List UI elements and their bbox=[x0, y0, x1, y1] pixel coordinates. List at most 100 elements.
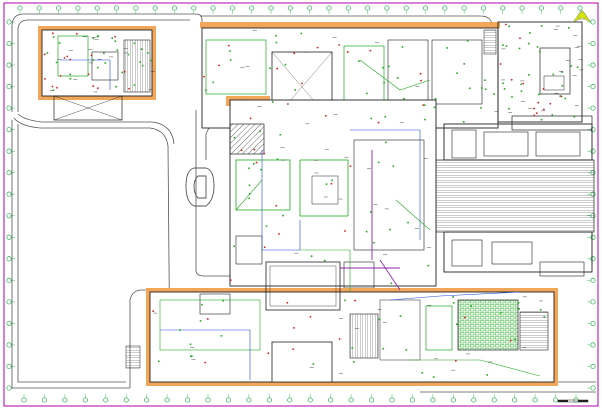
fixture-symbol bbox=[284, 63, 287, 66]
fixture-symbol bbox=[179, 329, 181, 331]
fixture-symbol bbox=[576, 66, 579, 69]
fixture-symbol bbox=[535, 112, 538, 115]
axis-marker bbox=[590, 19, 596, 25]
axis-marker bbox=[171, 5, 178, 11]
fixture-symbol bbox=[259, 130, 261, 133]
fixture-symbol bbox=[218, 64, 221, 67]
fixture-symbol bbox=[96, 66, 99, 69]
axis-marker bbox=[17, 5, 23, 11]
fixture-symbol bbox=[330, 182, 333, 185]
fixture-symbol bbox=[520, 90, 523, 92]
fixture-symbol bbox=[252, 163, 255, 165]
fixture-symbol bbox=[520, 83, 523, 86]
axis-marker bbox=[6, 62, 12, 68]
fixture-symbol bbox=[502, 44, 504, 47]
axis-marker bbox=[249, 5, 255, 11]
fixture-symbol bbox=[294, 89, 297, 91]
entrance-drive bbox=[185, 167, 215, 207]
fixture-symbol bbox=[462, 121, 465, 123]
lobby bbox=[265, 261, 341, 311]
fixture-symbol bbox=[382, 347, 385, 350]
axis-marker bbox=[590, 234, 596, 240]
north-arrow-icon bbox=[572, 9, 592, 23]
fixture-symbol bbox=[396, 77, 399, 79]
fixture-symbol bbox=[87, 73, 90, 76]
axis-marker bbox=[365, 5, 371, 11]
axis-marker bbox=[6, 256, 12, 262]
axis-marker bbox=[590, 127, 596, 133]
axis-marker bbox=[6, 148, 12, 154]
axis-marker bbox=[345, 5, 351, 11]
fixture-symbol bbox=[111, 37, 113, 39]
fixtures bbox=[43, 23, 584, 378]
lobby bbox=[269, 265, 337, 307]
fixture-symbol bbox=[427, 264, 430, 267]
axis-marker bbox=[56, 5, 62, 11]
axis-marker bbox=[133, 5, 139, 11]
fixture-symbol bbox=[227, 44, 230, 47]
infill-strip bbox=[200, 22, 500, 28]
axis-marker bbox=[512, 397, 518, 403]
axis-marker bbox=[384, 5, 390, 11]
fixture-symbol bbox=[518, 308, 521, 310]
axis-marker bbox=[266, 397, 272, 403]
fixture-symbol bbox=[570, 65, 572, 67]
fixture-symbol bbox=[52, 36, 55, 38]
fixture-symbol bbox=[385, 141, 387, 144]
room bbox=[159, 299, 261, 351]
fixture-symbol bbox=[533, 107, 535, 110]
fixture-symbol bbox=[388, 65, 390, 68]
fixture-symbol bbox=[538, 93, 540, 96]
fixture-symbol bbox=[265, 225, 268, 227]
fixture-symbol bbox=[508, 107, 510, 110]
fixture-symbol bbox=[527, 74, 530, 76]
axis-marker bbox=[307, 5, 313, 11]
axis-marker bbox=[114, 5, 120, 11]
fixture-symbol bbox=[52, 89, 55, 92]
fixture-symbol bbox=[292, 348, 295, 351]
fixture-symbol bbox=[220, 335, 223, 337]
fixture-symbol bbox=[511, 96, 513, 98]
fixture-symbol bbox=[549, 102, 552, 105]
fixture-symbol bbox=[503, 88, 506, 90]
axis-marker bbox=[500, 5, 506, 11]
fixture-symbol bbox=[551, 114, 554, 116]
fixture-symbol bbox=[424, 118, 426, 121]
equipment-room bbox=[199, 293, 231, 315]
fixture-symbol bbox=[55, 61, 58, 64]
fixture-symbol bbox=[561, 71, 563, 73]
fixture-symbol bbox=[529, 32, 531, 34]
fixture-symbol bbox=[92, 59, 95, 61]
scale-bar-icon bbox=[557, 399, 589, 403]
axis-marker bbox=[6, 363, 12, 370]
fixture-symbol bbox=[206, 318, 209, 320]
axis-marker bbox=[191, 5, 197, 11]
axis-marker bbox=[6, 19, 12, 25]
axis-marker bbox=[590, 320, 596, 326]
fixture-symbol bbox=[552, 73, 555, 76]
axis-marker bbox=[348, 397, 354, 403]
fixture-symbol bbox=[353, 361, 355, 363]
fixture-symbol bbox=[390, 282, 393, 285]
equipment-room bbox=[235, 159, 291, 211]
fixture-symbol bbox=[90, 54, 93, 57]
fixture-symbol bbox=[249, 117, 252, 120]
fixture-symbol bbox=[522, 82, 525, 85]
axis-marker bbox=[519, 5, 525, 11]
axis-marker bbox=[205, 397, 211, 403]
fixture-symbol bbox=[248, 167, 250, 170]
wing-south bbox=[125, 261, 558, 386]
fixture-symbol bbox=[528, 42, 530, 45]
fixture-symbol bbox=[456, 72, 458, 74]
axis-marker bbox=[6, 170, 12, 176]
axis-marker bbox=[62, 397, 68, 403]
fixture-symbol bbox=[56, 86, 58, 89]
axis-marker bbox=[94, 5, 100, 11]
canopy bbox=[53, 95, 123, 121]
fixture-symbol bbox=[263, 246, 266, 249]
fixture-symbol bbox=[493, 93, 495, 95]
fixture-symbol bbox=[344, 299, 346, 302]
fixture-symbol bbox=[564, 97, 567, 100]
fixture-symbol bbox=[248, 184, 251, 187]
fixture-symbol bbox=[358, 60, 360, 62]
